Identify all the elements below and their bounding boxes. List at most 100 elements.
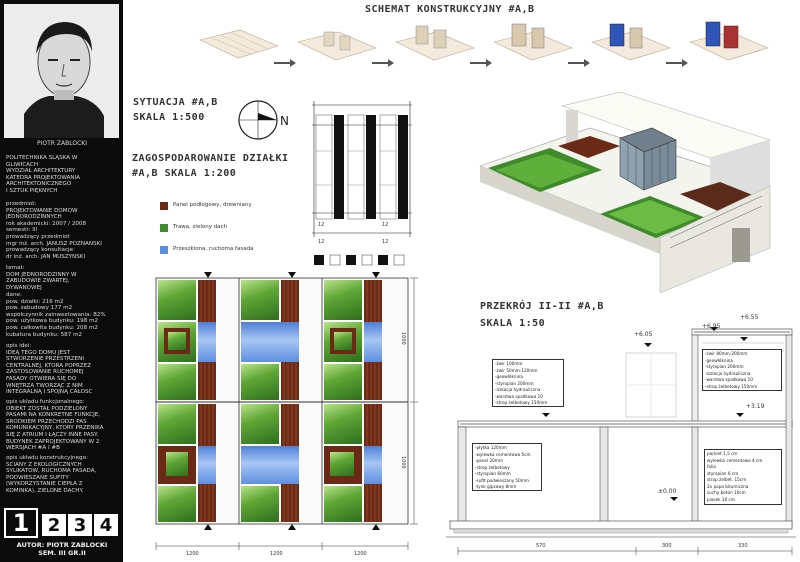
page-tab-4[interactable]: 4 xyxy=(94,514,118,536)
idea-line: ZASTOSOWANIE RUCHOMEJ xyxy=(6,369,84,376)
data-line: pow. działki: 216 m2 xyxy=(6,298,64,305)
functional-line: SIĘ Z ATRIUM I ŁĄCZY INNE PASY. xyxy=(6,431,99,438)
idea-line: FASADY OTWIERA SIĘ DO xyxy=(6,375,77,382)
przekroj-scale: SKALA 1:50 xyxy=(480,318,546,329)
subject-line: dr inż. arch. JAN MUSZYŃSKI xyxy=(6,253,86,260)
data-line: pow. użytkowa budynku: 198 m2 xyxy=(6,318,99,325)
layer-text: -płytka 120mm xyxy=(475,445,507,450)
grass-roof-tile xyxy=(241,280,279,320)
schema-arrow-1 xyxy=(274,59,296,67)
topic-block: temat: DOM JEDNORODZINNY W ZABUDOWIE ZWA… xyxy=(6,265,118,291)
page-tab-3[interactable]: 3 xyxy=(68,514,92,536)
layer-text: folia xyxy=(707,464,716,469)
layer-text: styropian 6 cm xyxy=(707,470,739,476)
layer-text: 2x papa bitumiczna xyxy=(707,483,749,489)
schema-step-1 xyxy=(199,29,279,59)
layer-text: strop żelbet. 15cm xyxy=(707,477,747,482)
layer-text: -warstwa spadkowa 10 xyxy=(705,377,753,382)
level-label: ±0.00 xyxy=(658,488,677,495)
portrait-image xyxy=(4,4,119,138)
section-dim-label: 570 xyxy=(536,543,546,549)
layer-text: parkiet 1,5 cm xyxy=(707,451,738,456)
grass-roof-tile xyxy=(334,332,352,350)
data-line: dane: xyxy=(6,292,22,298)
layer-text: wylewka cementowa 4 cm xyxy=(707,457,763,463)
data-line: pow. całkowita budynku: 208 m2 xyxy=(6,324,98,331)
grass-roof-tile xyxy=(324,486,362,522)
layer-text: -strop żelbetowy 150mm xyxy=(495,400,548,405)
glass-facade-panel xyxy=(241,446,299,484)
grass-roof-tile xyxy=(158,364,196,400)
section-drawing: +6.95 +6.55 +6.05 +3.25 +3.19 ±0.00 570 … xyxy=(440,314,800,561)
schema-step-4 xyxy=(493,23,573,61)
building-3d-render xyxy=(479,91,771,294)
layer-text: -geowłóknina xyxy=(705,357,733,363)
legend-label-grass: Trawa, zielony dach xyxy=(173,224,228,230)
grass-roof-tile xyxy=(330,452,354,476)
page-tab-1[interactable]: 1 xyxy=(4,508,38,538)
glass-facade-panel xyxy=(364,322,382,362)
topic-line: temat: xyxy=(6,265,25,271)
glass-facade-panel xyxy=(241,322,299,362)
school-line: KATEDRA PROJEKTOWANIA xyxy=(6,174,81,181)
glass-facade-panel xyxy=(198,446,216,484)
site-dim-label: 12 xyxy=(318,222,324,228)
layer-text: -żwir 100mm xyxy=(495,361,523,366)
school-line: POLITECHNIKA ŚLĄSKA W xyxy=(6,155,78,161)
grass-roof-tile xyxy=(158,486,196,522)
compass-needle xyxy=(258,113,277,120)
schema-arrow-2 xyxy=(372,59,394,67)
section-dim-label: 300 xyxy=(662,543,672,549)
schema-arrow-4 xyxy=(568,59,590,67)
idea-line: STWORZENIE PRZESTRZENI xyxy=(6,356,84,363)
subject-line: PROJEKTOWANIE DOMÓW xyxy=(6,207,78,214)
site-plot-strip xyxy=(398,115,408,219)
functional-line: opis układu funkcjonalnego: xyxy=(6,399,85,405)
construction-block: opis układu konstrukcyjnego: ŚCIANY Z EK… xyxy=(6,455,118,495)
school-line: ARCHITEKTONICZNEGO xyxy=(6,181,72,188)
schema-step-5 xyxy=(591,23,671,61)
section-dim-label: 330 xyxy=(738,543,748,549)
glass-facade-panel xyxy=(364,446,382,484)
facade-dim-label: 1000 xyxy=(400,456,406,469)
subject-line: JEDNORODZINNYCH xyxy=(6,214,62,221)
level-label: +6.55 xyxy=(740,314,759,321)
layer-text: -izolacja hydrauliczna xyxy=(705,370,751,376)
construction-line: KOMINKA), ZIELONE DACHY. xyxy=(6,487,84,494)
zagospodarowanie-scale: #A,B SKALA 1:200 xyxy=(132,168,237,179)
grass-roof-tile xyxy=(158,404,196,444)
page-tab-2[interactable]: 2 xyxy=(42,514,66,536)
subject-line: prowadzący przedmiot xyxy=(6,233,70,240)
layer-text: piasek 30 cm xyxy=(707,496,735,502)
topic-line: ZABUDOWIE ZWARTEJ, xyxy=(6,278,70,285)
data-line: współczynnik zainwestowania: 82% xyxy=(6,311,106,318)
sytuacja-heading: SYTUACJA #A,B xyxy=(133,97,218,108)
schema-step-2 xyxy=(297,31,377,61)
school-line: GLIWICACH xyxy=(6,161,39,168)
schemat-heading: SCHEMAT KONSTRUKCYJNY #A,B xyxy=(365,4,535,15)
school-block: POLITECHNIKA ŚLĄSKA W GLIWICACH WYDZIAŁ … xyxy=(6,155,118,195)
idea-block: opis idei: IDEĄ TEGO DOMU JEST STWORZENI… xyxy=(6,343,118,396)
page-number-tabs: 1 2 3 4 xyxy=(4,508,120,538)
subject-line: przedmiot: xyxy=(6,201,37,207)
level-label: +6.95 xyxy=(702,323,721,330)
authors-line: AUTOR: PIOTR ZABLOCKI xyxy=(16,541,108,549)
legend-swatch-glass xyxy=(160,246,168,254)
author-portrait xyxy=(4,4,119,138)
site-neighbor-row xyxy=(314,254,405,266)
level-label: +3.19 xyxy=(746,403,765,410)
layer-text: -strop żelbetowy 150mm xyxy=(705,383,758,389)
facade-dim-label: 1200 xyxy=(270,551,283,557)
construction-line: ŚCIANY Z EKOLOGICZNYCH xyxy=(6,461,82,468)
compass-rose: N xyxy=(238,100,289,140)
layer-text: -izolacja hydrauliczna xyxy=(495,387,541,392)
render-wood-deck xyxy=(558,136,620,158)
site-dim-label: 12 xyxy=(382,239,388,245)
layer-text: -geowłóknina xyxy=(495,374,523,379)
idea-line: WNĘTRZA TWORZĄC Z NIM xyxy=(6,382,83,389)
subject-line: semestr: III xyxy=(6,227,38,234)
grass-roof-tile xyxy=(241,486,279,522)
layer-text: -styropian 60mm xyxy=(475,471,511,476)
schema-arrow-5 xyxy=(666,59,688,67)
functional-line: WERSJACH #A I #B xyxy=(6,445,60,452)
